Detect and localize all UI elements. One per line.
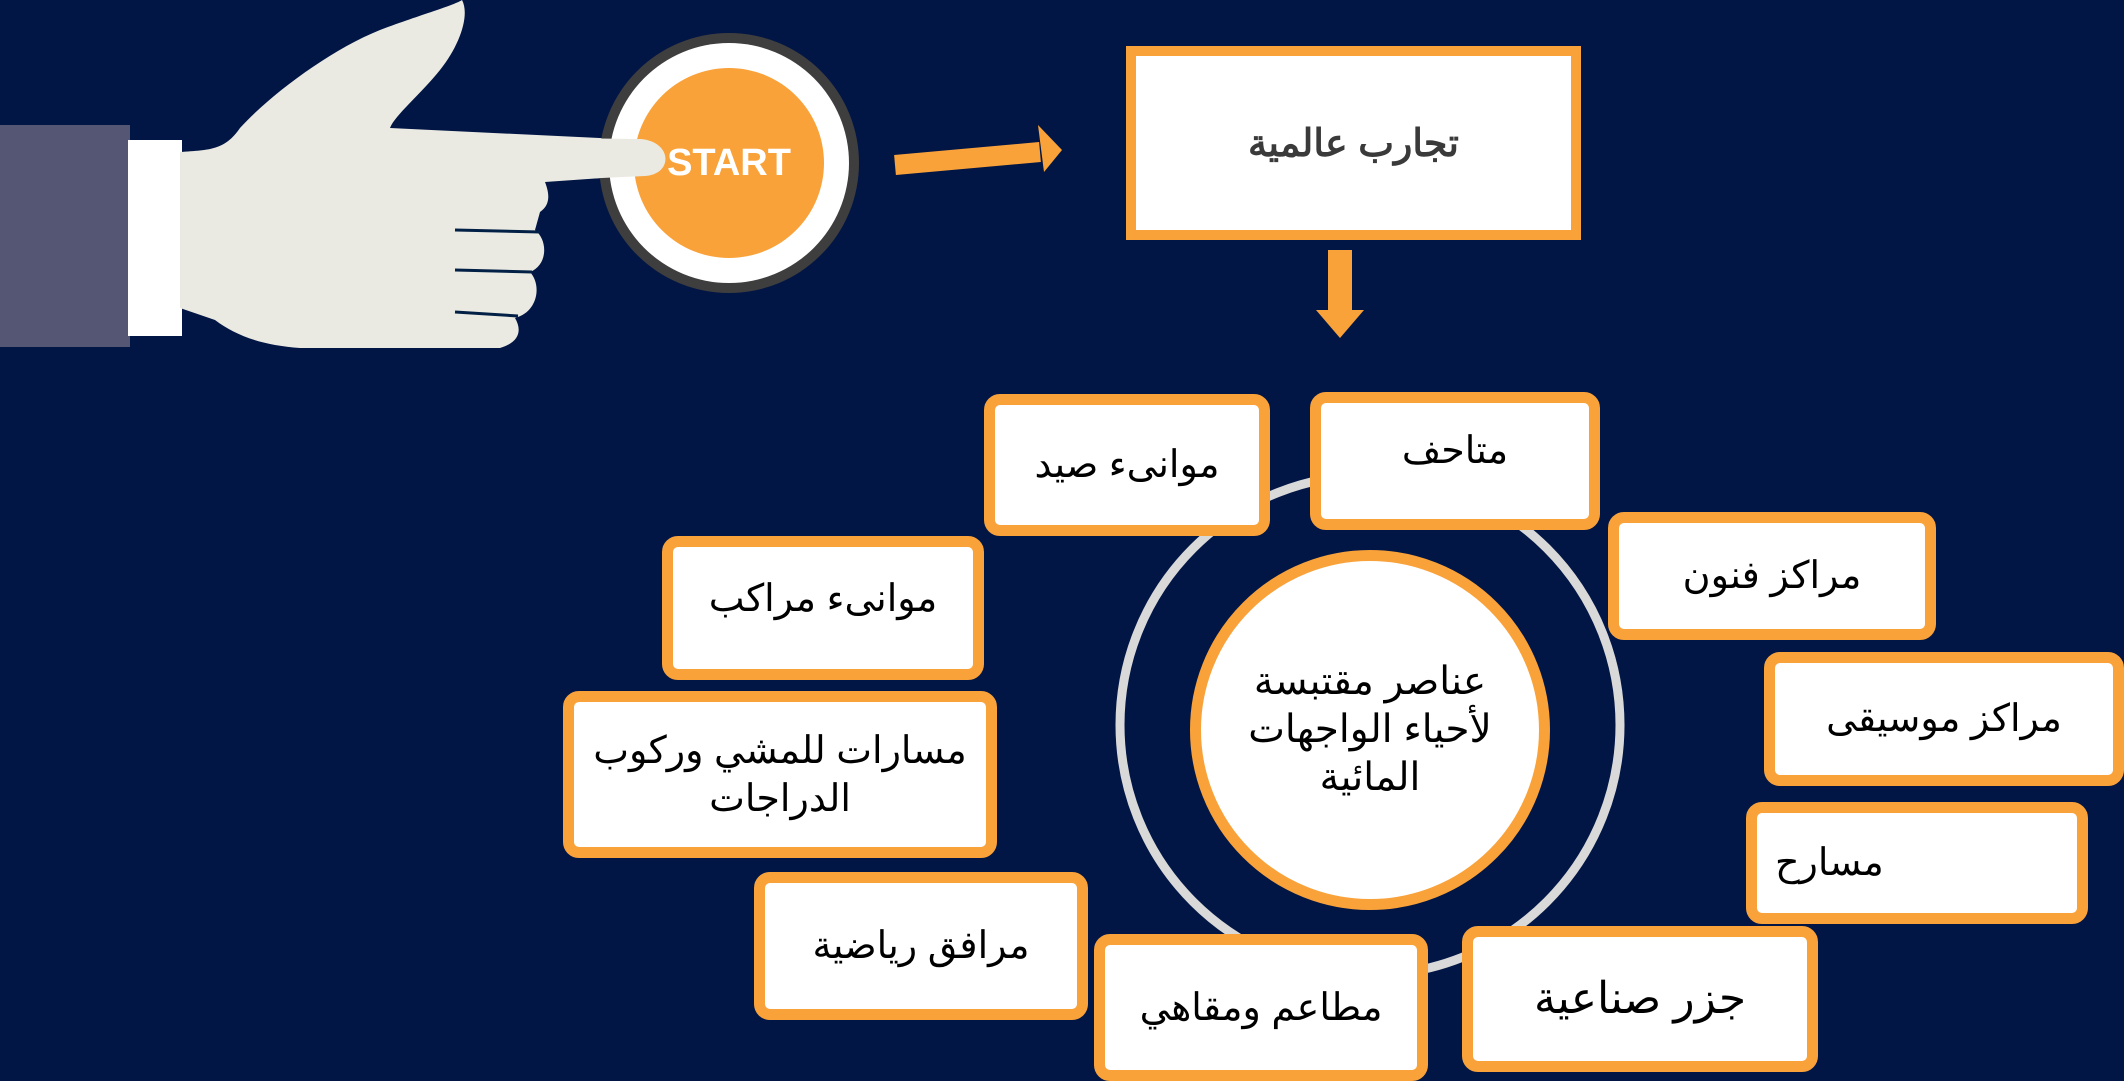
sleeve	[0, 125, 130, 347]
node-label: موانىء صيد	[1034, 444, 1220, 486]
node-music-centers: مراكز موسيقى	[1764, 652, 2124, 786]
arrow-right-icon	[894, 125, 1062, 175]
node-label: مسارح	[1775, 842, 1884, 884]
node-label: مطاعم ومقاهي	[1139, 986, 1383, 1029]
node-art-centers: مراكز فنون	[1608, 512, 1936, 640]
node-artificial-islands: جزر صناعية	[1462, 926, 1818, 1072]
node-theaters: مسارح	[1746, 802, 2088, 924]
node-restaurants-cafes: مطاعم ومقاهي	[1094, 934, 1428, 1081]
node-fishing-ports: موانىء صيد	[984, 394, 1270, 536]
center-circle: عناصر مقتبسة لأحياء الواجهات المائية	[1190, 550, 1550, 910]
node-label: مسارات للمشي وركوب الدراجات	[593, 729, 967, 820]
start-button[interactable]: START	[667, 142, 791, 184]
node-label: مراكز فنون	[1682, 555, 1862, 597]
node-label: جزر صناعية	[1533, 974, 1747, 1023]
node-label: مراكز موسيقى	[1826, 698, 2062, 740]
node-label: موانىء مراكب	[708, 578, 938, 620]
fingertip	[560, 138, 666, 180]
pointing-hand-icon	[180, 0, 666, 348]
top-box-global-experiences: تجارب عالمية	[1126, 46, 1581, 240]
node-label: مرافق رياضية	[812, 925, 1030, 967]
node-boat-ports: موانىء مراكب	[662, 536, 984, 680]
top-box-label: تجارب عالمية	[1248, 122, 1460, 165]
node-walking-cycling-paths: مسارات للمشي وركوب الدراجات	[563, 691, 997, 858]
node-sports-facilities: مرافق رياضية	[754, 872, 1088, 1020]
cuff	[128, 140, 182, 336]
arrow-down-icon	[1316, 250, 1364, 338]
node-museums: متاحف	[1310, 392, 1600, 530]
node-label: متاحف	[1401, 430, 1509, 472]
start-button-graphic	[599, 33, 859, 293]
center-label: عناصر مقتبسة لأحياء الواجهات المائية	[1248, 660, 1492, 799]
